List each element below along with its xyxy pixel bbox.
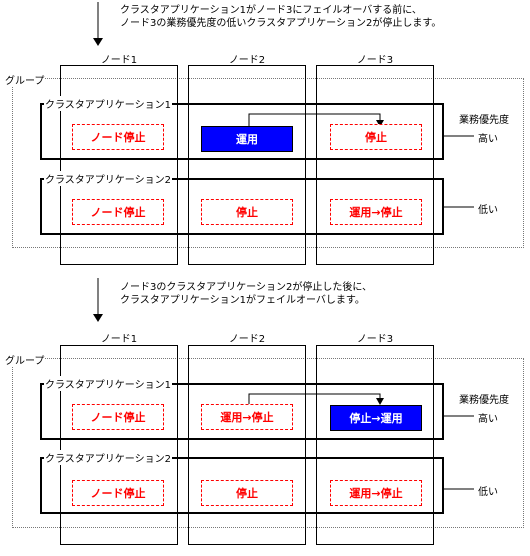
bottom-node1-column (60, 345, 178, 545)
top-priority-high: 高い (478, 134, 498, 145)
top-app1-label: クラスタアプリケーション1 (44, 96, 172, 111)
bottom-group-box (12, 358, 524, 528)
bottom-app1-node3-status: 停止→運用 (330, 405, 422, 431)
bottom-app2-box (40, 457, 444, 514)
top-node2-label: ノード2 (228, 55, 266, 66)
bottom-app1-label: クラスタアプリケーション1 (44, 376, 172, 391)
bottom-group-label: グループ (4, 352, 46, 367)
top-node1-column (60, 65, 178, 265)
top-app1-node2-status: 運用 (201, 126, 293, 152)
top-node3-label: ノード3 (356, 55, 394, 66)
bottom-priority-low: 低い (478, 487, 498, 498)
bottom-app2-node3-status: 運用→停止 (330, 480, 422, 506)
bottom-node2-column (188, 345, 306, 545)
top-app1-box (40, 103, 444, 160)
top-group-label: グループ (4, 72, 46, 87)
top-priority-title: 業務優先度 (459, 115, 509, 126)
bottom-node1-label: ノード1 (100, 334, 138, 345)
bottom-app2-node2-status: 停止 (201, 480, 293, 506)
bottom-node3-label: ノード3 (356, 334, 394, 345)
top-node2-column (188, 65, 306, 265)
top-caption-line1: クラスタアプリケーション1がノード3にフェイルオーバする前に、 (120, 5, 422, 16)
top-app2-label: クラスタアプリケーション2 (44, 171, 172, 186)
top-app2-box (40, 178, 444, 235)
top-priority-low: 低い (478, 205, 498, 216)
bottom-app2-label: クラスタアプリケーション2 (44, 450, 172, 465)
bottom-caption-line1: ノード3のクラスタアプリケーション2が停止した後に、 (120, 282, 373, 293)
top-app2-node2-status: 停止 (201, 199, 293, 225)
top-app2-node1-status: ノード停止 (72, 199, 164, 225)
bottom-caption-line2: クラスタアプリケーション1がフェイルオーバします。 (120, 295, 365, 306)
bottom-app2-node1-status: ノード停止 (72, 480, 164, 506)
bottom-priority-high: 高い (478, 414, 498, 425)
bottom-app1-box (40, 383, 444, 440)
top-group-box (12, 78, 524, 248)
top-caption-line2: ノード3の業務優先度の低いクラスタアプリケーション2が停止します。 (120, 18, 442, 29)
top-app2-node3-status: 運用→停止 (330, 199, 422, 225)
bottom-app1-node1-status: ノード停止 (72, 404, 164, 430)
bottom-app1-node2-status: 運用→停止 (201, 404, 293, 430)
top-app1-node1-status: ノード停止 (72, 124, 164, 150)
bottom-node2-label: ノード2 (228, 334, 266, 345)
top-app1-node3-status: 停止 (330, 124, 422, 150)
top-node1-label: ノード1 (100, 55, 138, 66)
bottom-node3-column (316, 345, 434, 545)
bottom-priority-title: 業務優先度 (459, 395, 509, 406)
top-node3-column (316, 65, 434, 265)
